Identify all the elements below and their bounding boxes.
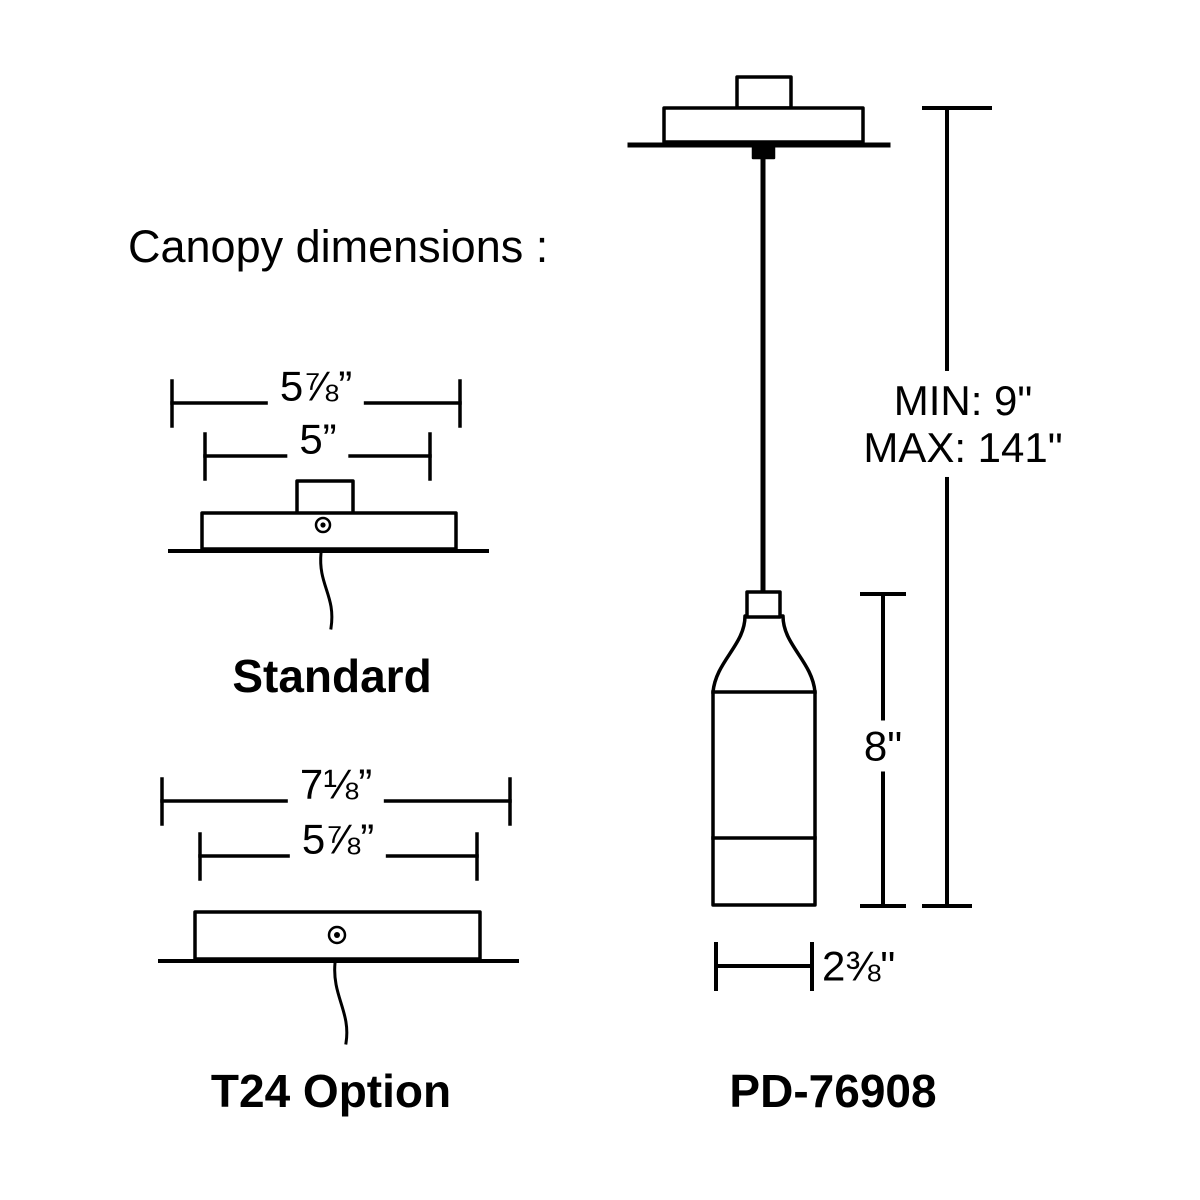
standard-connector-box — [295, 479, 355, 516]
pendant-fixture-drawing — [627, 75, 891, 907]
bottle-shade-outline — [711, 614, 817, 907]
min-height-label: MIN: 9" — [893, 376, 1033, 424]
socket-cap — [745, 590, 782, 619]
t24-inner-dimension: 5⅞” — [289, 813, 387, 865]
model-number-label: PD-76908 — [729, 1065, 937, 1117]
max-height-label: MAX: 141" — [863, 424, 1063, 471]
canopy-dimensions-heading: Canopy dimensions : — [128, 221, 549, 272]
suspension-range-label: MIN: 9" MAX: 141" — [849, 370, 1077, 478]
t24-outer-dimension: 7⅛” — [287, 758, 385, 810]
t24-wire — [333, 961, 349, 1045]
t24-canopy-drawing — [158, 777, 519, 1045]
t24-label: T24 Option — [210, 1065, 452, 1117]
pendant-canopy-plate — [662, 106, 865, 144]
standard-canopy-plate — [200, 511, 458, 551]
standard-label: Standard — [232, 650, 432, 702]
standard-canopy-drawing — [168, 379, 489, 630]
standard-outer-dimension: 5⅞” — [267, 360, 365, 412]
pendant-junction-box — [735, 75, 793, 110]
standard-wire — [319, 551, 334, 630]
standard-inner-dimension: 5” — [287, 413, 349, 465]
shade-width-dimension: 2⅜" — [822, 942, 896, 990]
shade-height-dimension: 8" — [851, 720, 915, 772]
